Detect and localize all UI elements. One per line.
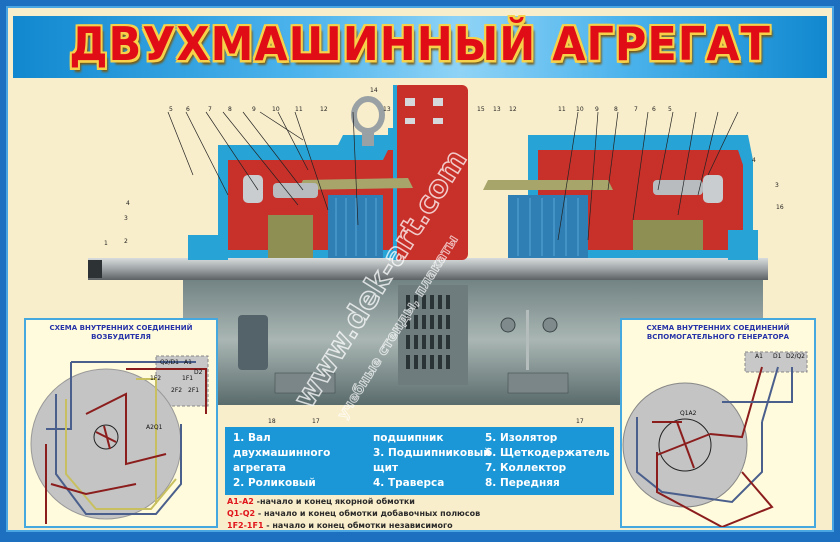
callout-top-left-12: 12 <box>320 106 328 113</box>
callout-top-left-14: 14 <box>370 87 378 94</box>
callout-top-right-11: 11 <box>558 106 566 113</box>
svg-text:D1: D1 <box>773 353 782 360</box>
note-code: A1-A2 <box>227 497 254 506</box>
legend-column-3: 5. Изолятор 6. Щеткодержатель 7. Коллект… <box>485 431 610 491</box>
callout-bottom-18: 18 <box>268 418 276 425</box>
aux-generator-schematic-title-line1: СХЕМА ВНУТРЕННИХ СОЕДИНЕНИЙ <box>646 324 790 332</box>
legend-line: щит <box>373 462 399 474</box>
legend-line: двухмашинного <box>233 447 331 459</box>
callout-top-left-11: 11 <box>295 106 303 113</box>
callout-top-right-5: 5 <box>668 106 672 113</box>
note-text: - начало и конец обмотки независимого <box>263 521 453 530</box>
right-armature <box>508 195 588 258</box>
callout-left-1: 1 <box>104 240 108 247</box>
callout-top-left-8: 8 <box>228 106 232 113</box>
callout-top-right-13: 13 <box>493 106 501 113</box>
legend-line: агрегата <box>233 462 286 474</box>
callout-top-right-6: 6 <box>652 106 656 113</box>
legend-line: 3. Подшипниковый <box>373 447 491 459</box>
note-code: Q1-Q2 <box>227 509 256 518</box>
svg-text:D2/Q2: D2/Q2 <box>786 353 805 360</box>
note-line: Q1-Q2 - начало и конец обмотки добавочны… <box>227 508 480 520</box>
terminal-box <box>393 85 468 260</box>
legend-column-1: 1. Вал двухмашинного агрегата 2. Роликов… <box>233 431 330 491</box>
legend-line: 6. Щеткодержатель <box>485 447 610 459</box>
callout-top-right-9: 9 <box>595 106 599 113</box>
svg-text:Q1A2: Q1A2 <box>680 410 697 417</box>
callout-top-right-10: 10 <box>576 106 584 113</box>
callout-top-right-8: 8 <box>614 106 618 113</box>
svg-text:2F1: 2F1 <box>188 387 199 394</box>
callout-left-4: 4 <box>126 200 130 207</box>
legend-column-2: подшипник 3. Подшипниковый щит 4. Травер… <box>373 431 491 491</box>
legend-line: 2. Роликовый <box>233 477 316 489</box>
note-line: A1-A2 -начало и конец якорной обмотки <box>227 496 480 508</box>
callout-top-left-5: 5 <box>169 106 173 113</box>
callout-bottom-17b: 17 <box>576 418 584 425</box>
callout-right-4: 4 <box>752 157 756 164</box>
legend-line: 1. Вал <box>233 432 271 444</box>
winding-notes: A1-A2 -начало и конец якорной обмотки Q1… <box>227 496 480 532</box>
callout-bottom-17a: 17 <box>312 418 320 425</box>
note-text: -начало и конец якорной обмотки <box>253 497 415 506</box>
shaft <box>88 258 768 280</box>
exciter-wiring-diagram: Q2/D1 A1 1F2 1F1 D2 2F2 2F1 A2Q1 <box>30 355 209 524</box>
svg-text:1F1: 1F1 <box>182 375 193 382</box>
callout-right-3: 3 <box>775 182 779 189</box>
callout-top-right-12: 12 <box>509 106 517 113</box>
callout-top-left-6: 6 <box>186 106 190 113</box>
callout-top-left-10: 10 <box>272 106 280 113</box>
svg-text:Q2/D1: Q2/D1 <box>160 359 179 366</box>
exciter-schematic-panel: СХЕМА ВНУТРЕННИХ СОЕДИНЕНИЙ ВОЗБУДИТЕЛЯ … <box>24 318 218 528</box>
note-text: - начало и конец обмотки добавочных полю… <box>255 509 481 518</box>
svg-text:A2Q1: A2Q1 <box>146 424 163 431</box>
callout-left-3: 3 <box>124 215 128 222</box>
legend-line: 8. Передняя <box>485 477 560 489</box>
callout-top-left-9: 9 <box>252 106 256 113</box>
callout-right-16: 16 <box>776 204 784 211</box>
poster-title: ДВУХМАШИННЫЙ АГРЕГАТ <box>69 17 771 72</box>
aux-generator-wiring-diagram: A1 D1 D2/Q2 Q1A2 <box>622 351 808 527</box>
callout-top-right-15: 15 <box>477 106 485 113</box>
aux-generator-schematic-title-line2: ВСПОМОГАТЕЛЬНОГО ГЕНЕРАТОРА <box>646 333 790 341</box>
left-commutator <box>268 215 313 258</box>
aux-generator-schematic-panel: СХЕМА ВНУТРЕННИХ СОЕДИНЕНИЙ ВСПОМОГАТЕЛЬ… <box>620 318 816 528</box>
svg-text:1F2: 1F2 <box>150 375 161 382</box>
svg-text:A1: A1 <box>755 353 763 360</box>
parts-legend: 1. Вал двухмашинного агрегата 2. Роликов… <box>225 427 614 495</box>
callout-top-left-13: 13 <box>383 106 391 113</box>
callout-top-left-7: 7 <box>208 106 212 113</box>
legend-line: 5. Изолятор <box>485 432 558 444</box>
svg-text:A1: A1 <box>184 359 192 366</box>
svg-text:D2: D2 <box>194 369 203 376</box>
legend-line: 4. Траверса <box>373 477 445 489</box>
callout-top-right-7: 7 <box>634 106 638 113</box>
callout-left-2: 2 <box>124 238 128 245</box>
note-line: 1F2-1F1 - начало и конец обмотки независ… <box>227 520 480 532</box>
right-commutator <box>633 220 703 250</box>
legend-line: подшипник <box>373 432 444 444</box>
svg-text:2F2: 2F2 <box>171 387 182 394</box>
exciter-schematic-title: СХЕМА ВНУТРЕННИХ СОЕДИНЕНИЙ ВОЗБУДИТЕЛЯ <box>49 324 193 341</box>
note-code: 1F2-1F1 <box>227 521 264 530</box>
title-band: ДВУХМАШИННЫЙ АГРЕГАТ <box>13 16 827 78</box>
legend-line: 7. Коллектор <box>485 462 567 474</box>
